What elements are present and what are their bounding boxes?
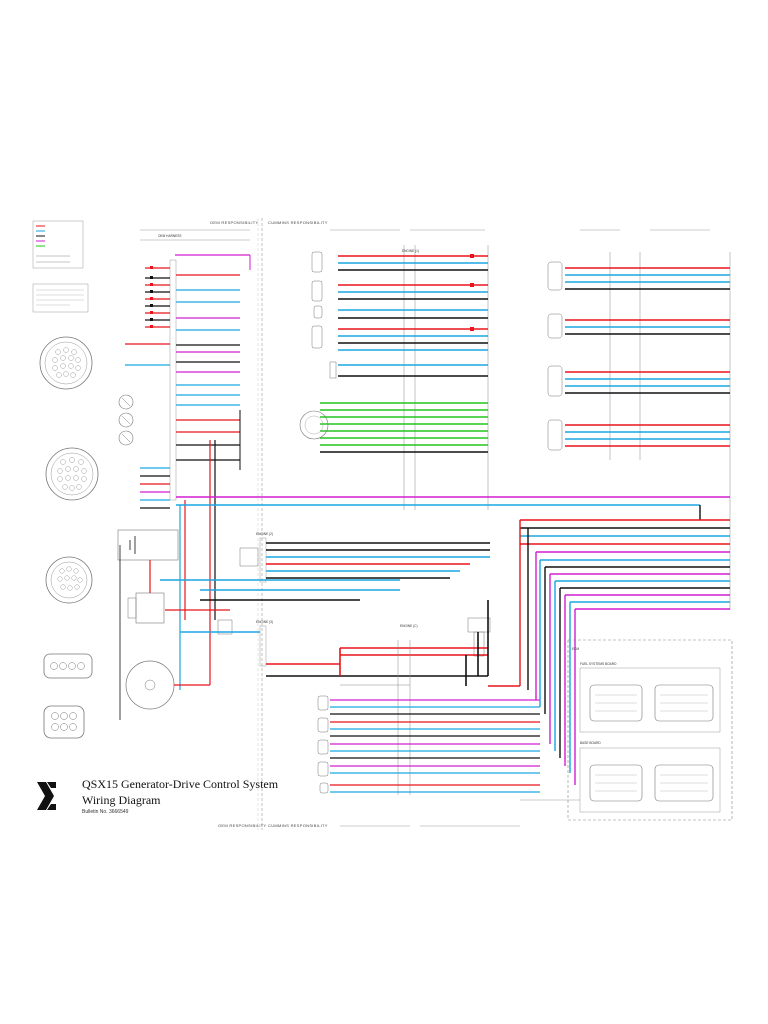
title-block: QSX15 Generator-Drive Control System Wir… bbox=[34, 777, 278, 828]
oem-wiring-block bbox=[118, 254, 251, 690]
connector-face-3 bbox=[45, 556, 93, 604]
engine-3-label: ENGINE (3) bbox=[256, 620, 273, 624]
engine-1-harness: ENGINE (1) bbox=[176, 229, 489, 510]
engine-c-label: ENGINE (C) bbox=[400, 624, 418, 628]
wire-color-legend bbox=[32, 220, 84, 269]
cummins-responsibility-label-top: CUMMINS RESPONSIBILITY bbox=[268, 220, 328, 225]
svg-text:OEM HARNESS: OEM HARNESS bbox=[158, 234, 182, 238]
base-board-label: BASE BOARD bbox=[580, 741, 601, 745]
oem-responsibility-label-bottom: OEM RESPONSIBILITY bbox=[218, 823, 267, 828]
engine-2-label: ENGINE (2) bbox=[256, 532, 273, 536]
bulletin-number: Bulletin No. 3666549 bbox=[82, 809, 129, 815]
engine-2-harness: ENGINE (2) bbox=[239, 532, 490, 583]
connector-face-1 bbox=[39, 336, 93, 390]
ecm-label: ECM bbox=[572, 647, 579, 651]
oem-harness-header: OEM HARNESS bbox=[140, 229, 250, 241]
diagram-title: QSX15 Generator-Drive Control System bbox=[82, 777, 279, 791]
engine-c-harness: ENGINE (C) bbox=[317, 600, 540, 827]
fuel-systems-board-label: FUEL SYSTEMS BOARD bbox=[580, 662, 617, 666]
right-sensor-harness bbox=[488, 229, 731, 785]
connector-face-4 bbox=[43, 653, 93, 679]
notes-box bbox=[32, 283, 89, 313]
connector-face-2 bbox=[45, 447, 99, 501]
ecm-box: ECM FUEL SYSTEMS BOARD BASE BOARD bbox=[567, 639, 733, 821]
engine-1-label: ENGINE (1) bbox=[402, 249, 419, 253]
engine-3-harness: ENGINE (3) bbox=[160, 579, 400, 677]
cummins-responsibility-label-bottom: CUMMINS RESPONSIBILITY bbox=[268, 823, 328, 828]
oem-responsibility-label-top: OEM RESPONSIBILITY bbox=[210, 220, 259, 225]
power-components bbox=[117, 529, 233, 720]
connector-face-5 bbox=[43, 705, 85, 739]
cummins-logo bbox=[37, 782, 56, 810]
diagram-subtitle: Wiring Diagram bbox=[82, 793, 161, 807]
